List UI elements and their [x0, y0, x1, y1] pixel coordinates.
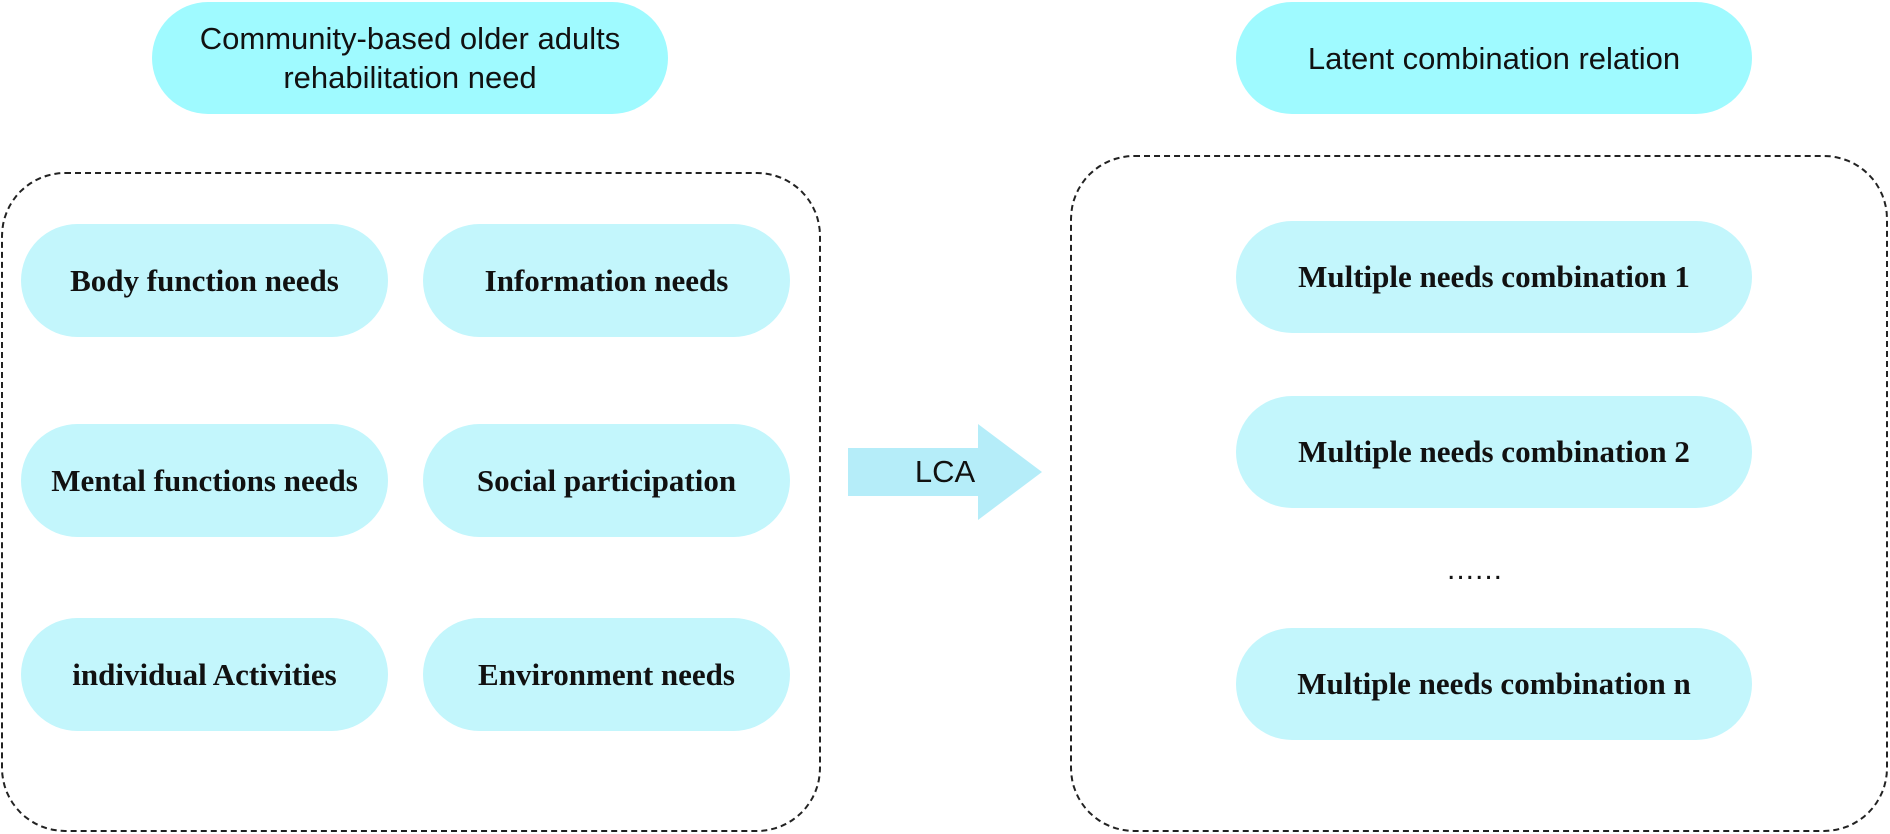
need-individual-activities: individual Activities [21, 618, 388, 731]
need-social-participation: Social participation [423, 424, 790, 537]
need-body-function: Body function needs [21, 224, 388, 337]
right-panel-title: Latent combination relation [1236, 2, 1752, 114]
ellipsis: ...... [1446, 553, 1503, 586]
lca-arrow [848, 424, 1042, 520]
combination-1: Multiple needs combination 1 [1236, 221, 1752, 333]
need-information: Information needs [423, 224, 790, 337]
right-combination-container [1070, 155, 1888, 832]
combination-n: Multiple needs combination n [1236, 628, 1752, 740]
arrow-label: LCA [914, 454, 976, 489]
combination-2: Multiple needs combination 2 [1236, 396, 1752, 508]
need-environment: Environment needs [423, 618, 790, 731]
need-mental-functions: Mental functions needs [21, 424, 388, 537]
arrow-shape [848, 424, 1042, 520]
left-needs-container [1, 172, 821, 832]
left-panel-title: Community-based older adults rehabilitat… [152, 2, 668, 114]
